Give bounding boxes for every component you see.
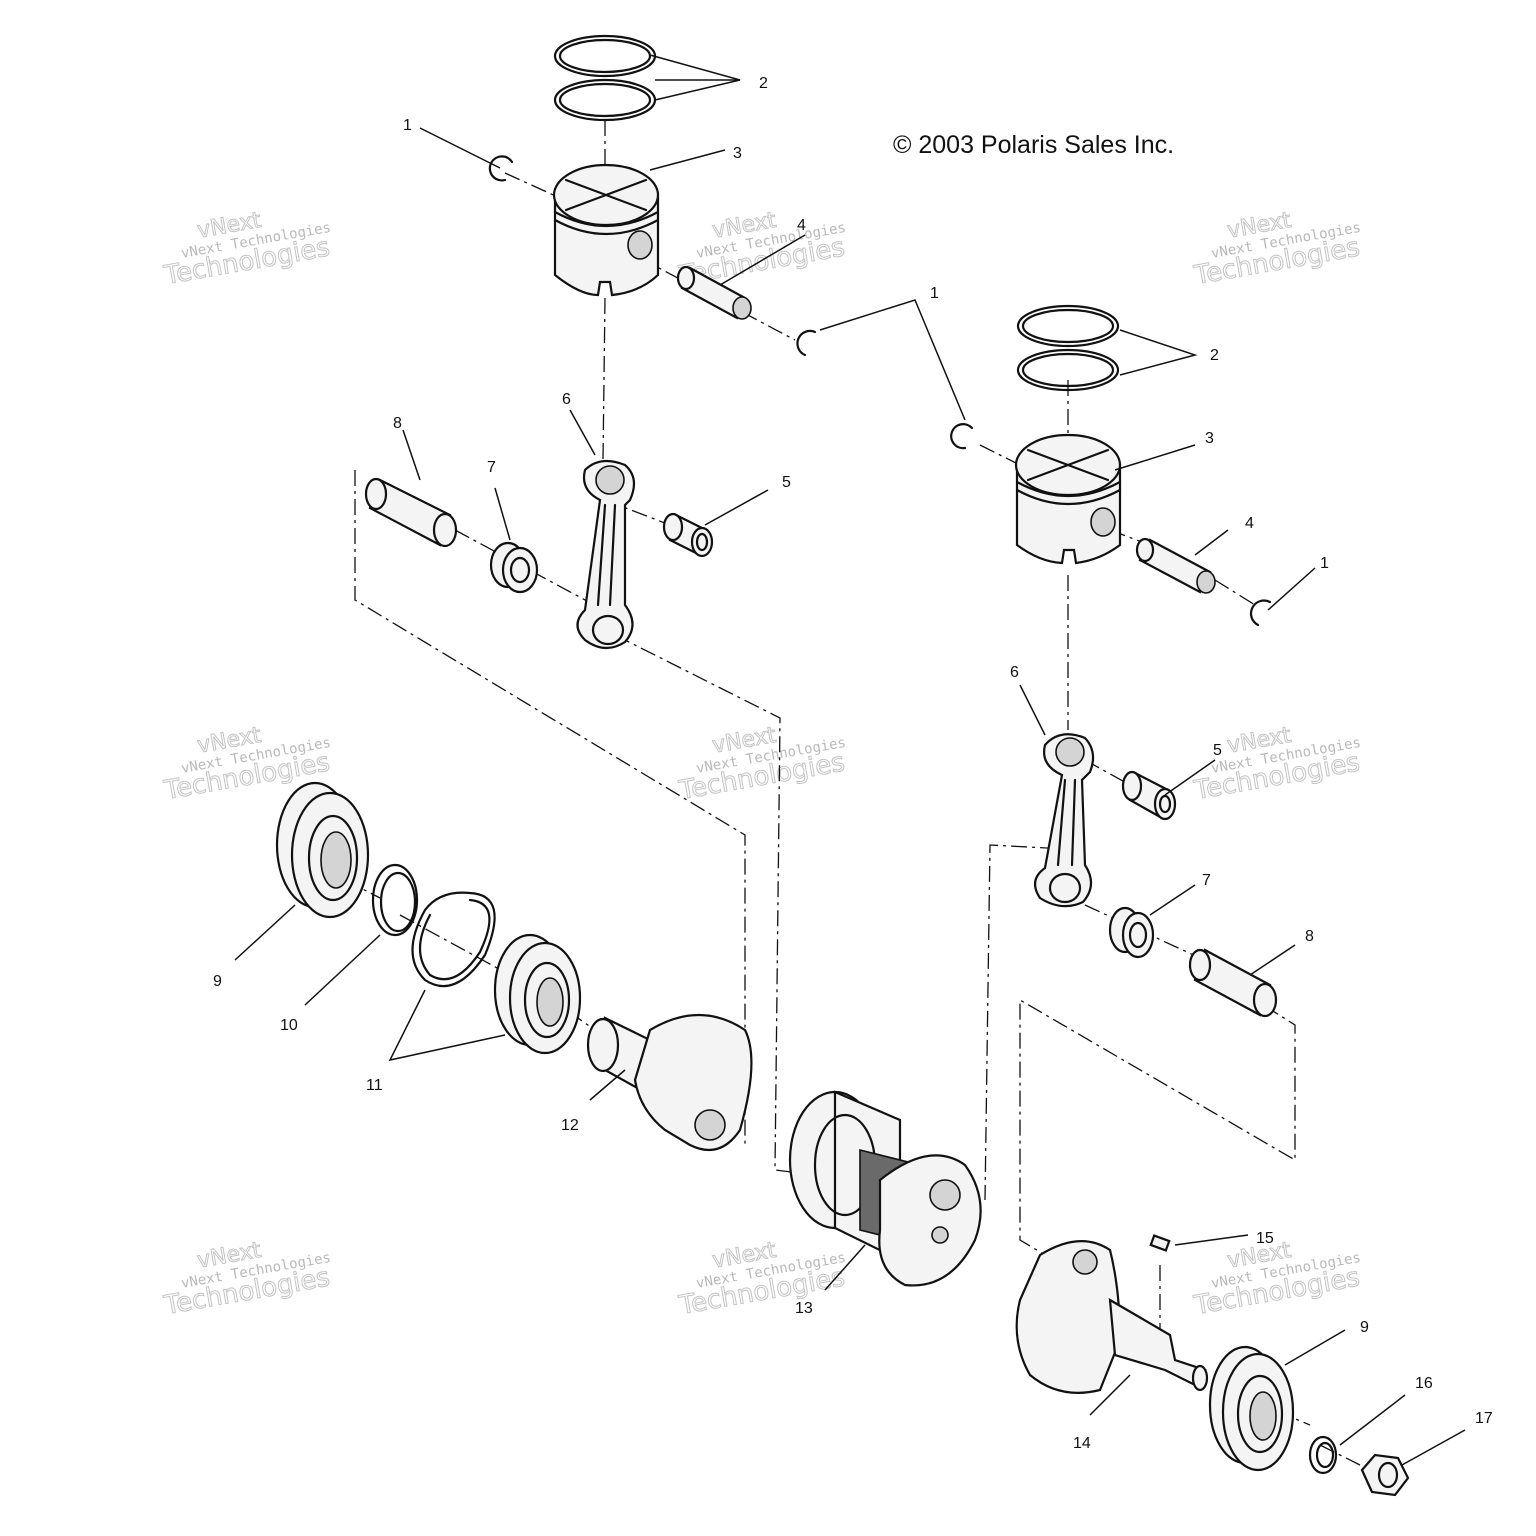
needle-bearing-right-7 [1108,906,1155,959]
ring-10 [371,863,419,937]
callout-11: 11 [366,1077,383,1094]
callout-8: 8 [393,415,402,432]
callout-4: 4 [1245,515,1254,532]
main-bearing-right-9 [1208,1345,1295,1472]
copyright-text: © 2003 Polaris Sales Inc. [893,131,1174,159]
callout-7: 7 [487,459,496,476]
connecting-rod-left [576,459,636,650]
callout-15: 15 [1256,1230,1274,1247]
callout-9: 9 [213,973,222,990]
callout-14: 14 [1073,1435,1091,1452]
crank-half-right-14 [1015,1240,1209,1394]
circlip-right-b [1249,599,1272,627]
callout-6: 6 [562,391,571,408]
callout-17: 17 [1475,1410,1493,1427]
watermark: vNext vNext Technologies Technologies [161,207,333,291]
callout-1: 1 [930,285,939,302]
callout-2: 2 [1210,347,1219,364]
watermark: vNext vNext Technologies Technologies [161,1237,333,1321]
circlip-right-a [950,423,974,450]
callout-3: 3 [733,145,742,162]
watermark: vNext vNext Technologies Technologies [676,1237,848,1321]
nut-17 [1360,1453,1410,1497]
callout-16: 16 [1415,1375,1433,1392]
piston-right [1014,433,1122,565]
wrist-pin-left [676,265,752,320]
callout-9: 9 [1360,1319,1369,1336]
wrist-pin-right [1135,537,1216,594]
callout-10: 10 [280,1017,298,1034]
main-bearing-left-9 [275,781,370,919]
piston-rings-right [1016,304,1120,392]
needle-bearing-small-right [1121,770,1177,821]
callout-5: 5 [1213,742,1222,759]
callout-1: 1 [1320,555,1329,572]
key-15 [1149,1234,1171,1252]
callout-4: 4 [797,217,806,234]
crank-half-left-12 [586,1014,753,1152]
callout-5: 5 [782,474,791,491]
watermark: vNext vNext Technologies Technologies [1191,207,1363,291]
callout-13: 13 [795,1300,813,1317]
needle-bearing-small-left [662,512,714,558]
callout-2: 2 [759,75,768,92]
callout-7: 7 [1202,872,1211,889]
needle-bearing-left-7 [489,541,539,594]
callout-8: 8 [1305,928,1314,945]
circlip-left-a [488,155,514,182]
main-bearing-left-11 [493,933,582,1055]
crankshaft-center-13 [788,1090,982,1287]
washer-16 [1308,1435,1338,1475]
circlip-left-b [796,329,817,357]
snap-ring-11 [411,891,496,988]
callout-3: 3 [1205,430,1214,447]
pin-right-8 [1188,948,1278,1018]
pin-left-8 [364,477,458,548]
callout-labels: 2 1 3 4 1 2 3 4 1 6 8 7 5 6 5 7 8 9 10 1… [213,75,1493,1452]
connecting-rod-right [1033,733,1095,908]
watermarks: vNext vNext Technologies Technologies vN… [161,207,1363,1321]
leader-lines [234,54,1466,1466]
callout-12: 12 [561,1117,579,1134]
watermark: vNext vNext Technologies Technologies [676,722,848,806]
callout-6: 6 [1010,664,1019,681]
callout-1: 1 [403,117,412,134]
piston-left [552,163,660,297]
piston-rings-left [553,34,657,122]
